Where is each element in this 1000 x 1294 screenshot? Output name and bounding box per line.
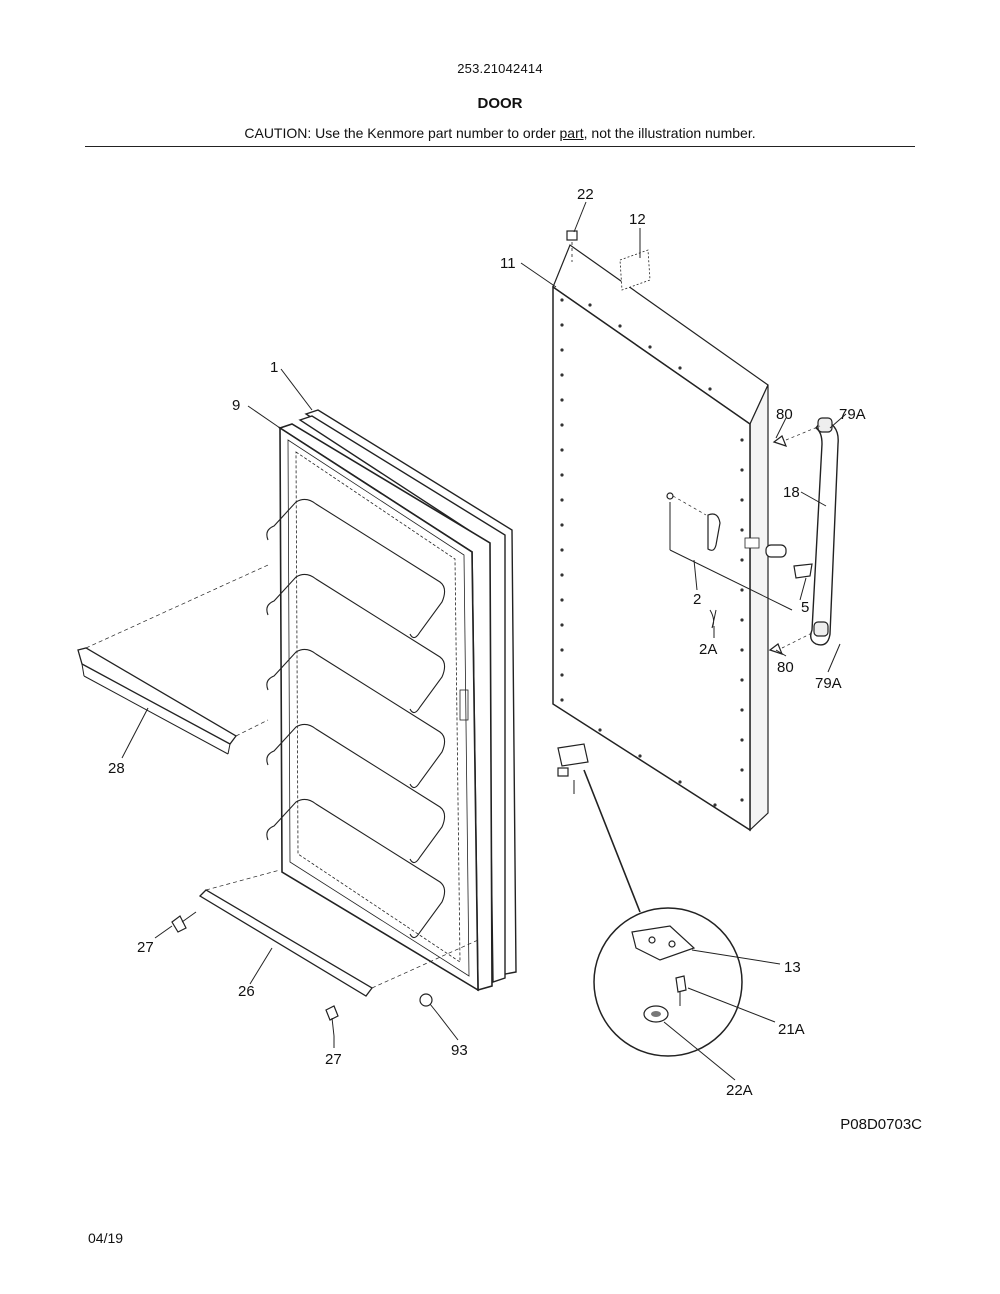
header-divider [85, 146, 915, 147]
figure-code: P08D0703C [840, 1116, 922, 1133]
door-liner-assembly [266, 409, 517, 992]
bar-screw-27-left [171, 911, 197, 933]
callout-28: 28 [108, 760, 125, 777]
revision-date: 04/19 [88, 1230, 124, 1246]
callout-2: 2 [693, 591, 701, 608]
callout-2A: 2A [699, 641, 717, 658]
model-number: 253.21042414 [457, 61, 543, 76]
callout-18: 18 [783, 484, 800, 501]
callout-79A-bottom: 79A [815, 675, 842, 692]
callout-79A-top: 79A [839, 406, 866, 423]
outer-door-panel [552, 244, 769, 832]
door-latch-parts [666, 492, 813, 629]
callout-labels: 1 9 11 12 22 80 79A 18 2 5 2A 80 79A 28 … [108, 186, 866, 1099]
bottom-shelf-bar-part [198, 869, 479, 997]
bar-screw-27-bottom [325, 1005, 339, 1037]
callout-12: 12 [629, 211, 646, 228]
callout-26: 26 [238, 983, 255, 1000]
callout-22: 22 [577, 186, 594, 203]
callout-leader-lines [121, 201, 847, 1081]
caution-emphasis: part [559, 125, 584, 141]
callout-9: 9 [232, 397, 240, 414]
bottom-hinge-parts [557, 743, 589, 794]
callout-27-bottom: 27 [325, 1051, 342, 1068]
handle-screw-80-top [772, 425, 821, 447]
shelf-retainer-bar-part [77, 564, 269, 755]
callout-11: 11 [500, 255, 516, 272]
caution-note: CAUTION: Use the Kenmore part number to … [0, 125, 1000, 141]
section-title: DOOR [477, 95, 523, 112]
callout-80-top: 80 [776, 406, 793, 423]
door-shelf-ribs [266, 498, 446, 939]
label-plate-part [619, 249, 651, 291]
callout-22A: 22A [726, 1082, 753, 1099]
panel-screw-holes [560, 298, 744, 807]
callout-5: 5 [801, 599, 809, 616]
callout-21A: 21A [778, 1021, 805, 1038]
screw-93-part [419, 993, 439, 1015]
callout-80-bottom: 80 [777, 659, 794, 676]
door-handle-part [809, 417, 839, 646]
caution-suffix: , not the illustration number. [583, 125, 756, 141]
caution-prefix: CAUTION: Use the Kenmore part number to … [244, 125, 560, 141]
callout-1: 1 [270, 359, 278, 376]
callout-13: 13 [784, 959, 801, 976]
top-hinge-screw-part [566, 230, 578, 262]
hinge-detail-view [583, 769, 743, 1057]
callout-93: 93 [451, 1042, 468, 1059]
callout-27-left: 27 [137, 939, 154, 956]
